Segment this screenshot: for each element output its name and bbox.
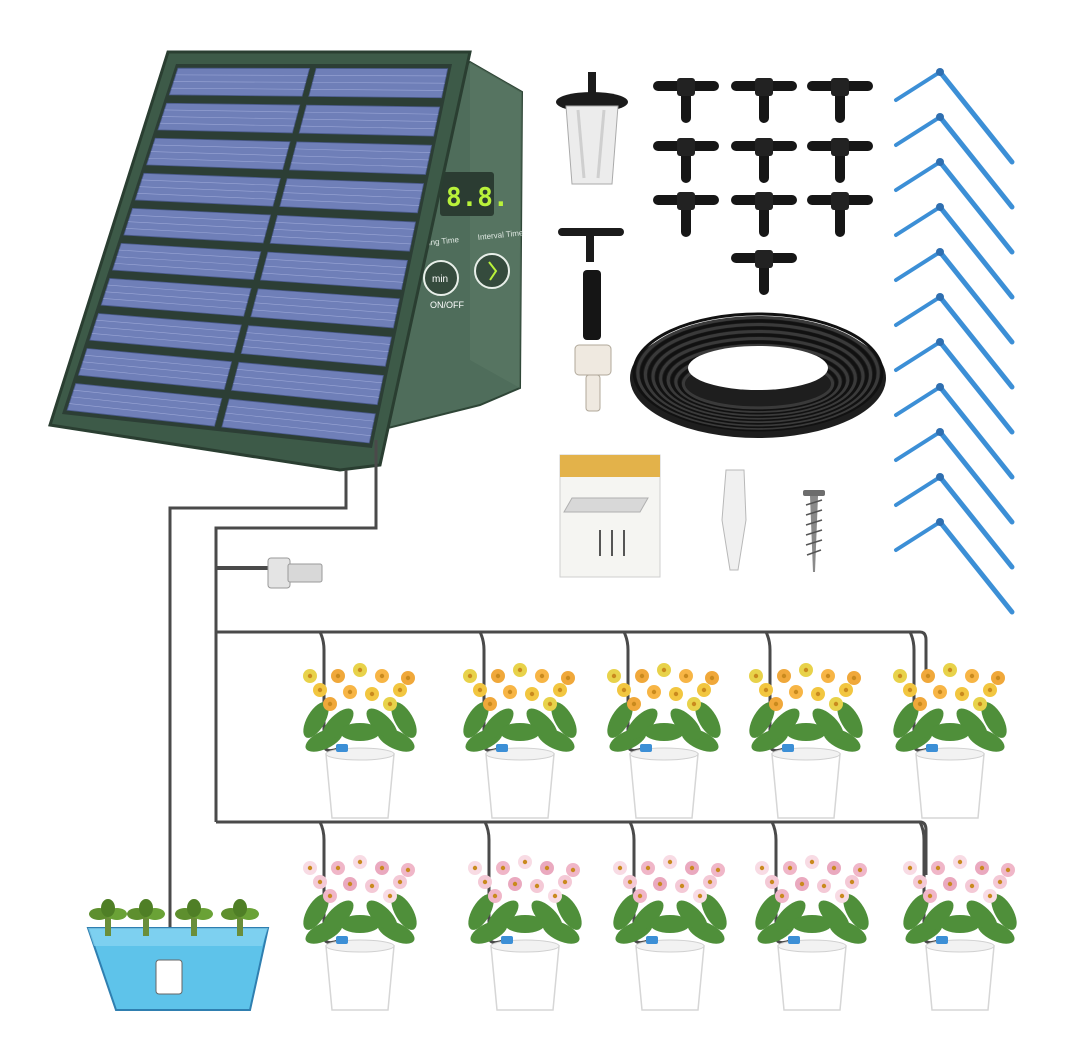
flower-pot — [325, 753, 395, 819]
solar-cell — [146, 137, 291, 170]
lcd-readout: 8.8. — [446, 183, 509, 213]
potted-plant — [303, 663, 417, 819]
pump-filter — [155, 959, 183, 995]
drip-stake — [894, 293, 1015, 390]
drip-stake — [894, 248, 1015, 345]
solar-cells — [66, 67, 449, 444]
solar-cell — [279, 178, 425, 214]
seedling — [89, 899, 127, 936]
drip-stakes — [894, 68, 1015, 615]
solar-cell — [157, 102, 301, 134]
tee-connector — [653, 78, 719, 123]
flower-pot — [490, 945, 560, 1011]
potted-plant — [607, 663, 721, 819]
seedling — [127, 899, 165, 936]
flower-pot — [771, 753, 841, 819]
flower-pot — [485, 753, 555, 819]
seedling — [175, 899, 213, 936]
tee-connector — [807, 78, 873, 123]
solar-cell — [134, 172, 281, 207]
tee-connector — [807, 192, 873, 237]
drip-emitter — [936, 936, 948, 944]
flower-pot — [325, 945, 395, 1011]
tee-connector — [653, 138, 719, 183]
wall-anchor — [721, 469, 747, 571]
flower-pot — [629, 753, 699, 819]
tee-connector — [731, 78, 797, 123]
flower-pot — [777, 945, 847, 1011]
solar-cell — [288, 141, 433, 175]
drip-emitter — [926, 744, 938, 752]
potted-plant — [749, 663, 863, 819]
seedling — [221, 899, 259, 936]
drip-emitter — [501, 936, 513, 944]
solar-water-pump-unit: 8.8. ering Time Interval Time min ON/OFF — [48, 50, 524, 472]
potted-plant — [613, 855, 727, 1011]
drip-stake — [894, 428, 1015, 525]
potted-plant — [755, 855, 869, 1011]
knob-unit-label: min — [432, 274, 448, 285]
interval-time-knob[interactable] — [474, 253, 510, 289]
potted-plant — [893, 663, 1007, 819]
flower-pot — [925, 945, 995, 1011]
drip-stake — [894, 338, 1015, 435]
drip-emitter — [336, 936, 348, 944]
drip-emitter — [336, 744, 348, 752]
inline-adapter — [558, 228, 624, 412]
drip-stake — [894, 68, 1015, 165]
potted-plants — [303, 663, 1017, 1011]
drip-emitter — [496, 744, 508, 752]
flower-pot — [915, 753, 985, 819]
on-off-label: ON/OFF — [430, 300, 464, 310]
drip-stake — [894, 473, 1015, 570]
instruction-manual — [559, 454, 661, 578]
potted-plant — [468, 855, 582, 1011]
drip-stake — [894, 518, 1015, 615]
drip-emitter — [782, 744, 794, 752]
coiled-tube — [630, 312, 886, 438]
tee-connector — [731, 250, 797, 295]
drip-emitter — [646, 936, 658, 944]
lcd-screen — [440, 172, 494, 216]
potted-plant — [463, 663, 577, 819]
drip-stake — [894, 383, 1015, 480]
flower-pot — [635, 945, 705, 1011]
tee-connector — [807, 138, 873, 183]
solar-cell — [298, 104, 441, 137]
filter-cup — [556, 72, 628, 185]
tee-connector — [731, 192, 797, 237]
water-tank — [86, 899, 270, 1011]
drip-emitter — [788, 936, 800, 944]
drip-stake — [894, 158, 1015, 255]
tee-connector — [731, 138, 797, 183]
tee-connectors — [653, 78, 873, 295]
screw — [803, 490, 825, 572]
drip-stake — [894, 203, 1015, 300]
potted-plant — [303, 855, 417, 1011]
tee-connector — [653, 192, 719, 237]
potted-plant — [903, 855, 1017, 1011]
drip-stake — [894, 113, 1015, 210]
check-valve — [216, 557, 323, 589]
drip-emitter — [640, 744, 652, 752]
watering-time-knob[interactable]: min — [423, 260, 459, 296]
